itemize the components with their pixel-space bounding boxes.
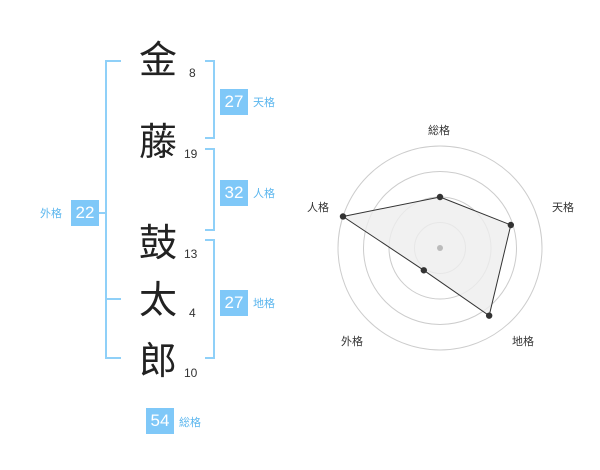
jinkaku-value-badge: 32 bbox=[220, 180, 248, 206]
gaikaku-connector bbox=[99, 212, 107, 214]
radar-point-4 bbox=[420, 267, 428, 274]
radar-point-2 bbox=[507, 221, 515, 229]
radar-polygon bbox=[341, 196, 512, 317]
radar-grid-ring bbox=[363, 171, 517, 325]
radar-point-1 bbox=[436, 193, 444, 201]
gaikaku-tick bbox=[105, 298, 121, 300]
jinkaku-bracket bbox=[205, 148, 215, 231]
chikaku-label: 地格 bbox=[253, 297, 275, 310]
gaikaku-bracket bbox=[105, 60, 121, 359]
radar-grid-ring bbox=[337, 145, 543, 351]
name-char-3: 鼓 bbox=[138, 221, 177, 265]
tenkaku-value-badge: 27 bbox=[220, 89, 248, 115]
stroke-count-5: 10 bbox=[184, 366, 198, 380]
soukaku-value-badge: 54 bbox=[146, 408, 174, 434]
radar-label-gaikaku: 外格 bbox=[341, 335, 363, 348]
jinkaku-label: 人格 bbox=[253, 187, 275, 200]
tenkaku-label: 天格 bbox=[253, 96, 275, 109]
stroke-count-3: 13 bbox=[184, 247, 198, 261]
name-char-1: 金 bbox=[138, 38, 177, 82]
name-char-5: 郎 bbox=[138, 339, 177, 383]
radar-label-soukaku: 総格 bbox=[428, 124, 450, 137]
chikaku-value-badge: 27 bbox=[220, 290, 248, 316]
radar-points bbox=[339, 193, 515, 319]
radar-label-tenkaku: 天格 bbox=[552, 201, 574, 214]
stroke-count-1: 8 bbox=[189, 66, 196, 80]
soukaku-label: 総格 bbox=[179, 416, 201, 429]
radar-label-jinkaku: 人格 bbox=[307, 201, 329, 214]
chikaku-bracket bbox=[205, 239, 215, 359]
radar-point-5 bbox=[339, 213, 347, 220]
gaikaku-label: 外格 bbox=[40, 207, 62, 220]
stroke-count-2: 19 bbox=[184, 147, 198, 161]
gaikaku-value-badge: 22 bbox=[71, 200, 99, 226]
stroke-count-4: 4 bbox=[189, 306, 196, 320]
radar-center-dot bbox=[437, 245, 443, 251]
radar-point-3 bbox=[485, 312, 493, 319]
name-char-4: 太 bbox=[138, 278, 177, 322]
radar-label-chikaku: 地格 bbox=[512, 335, 534, 348]
name-char-2: 藤 bbox=[138, 120, 177, 164]
tenkaku-bracket bbox=[205, 60, 215, 139]
